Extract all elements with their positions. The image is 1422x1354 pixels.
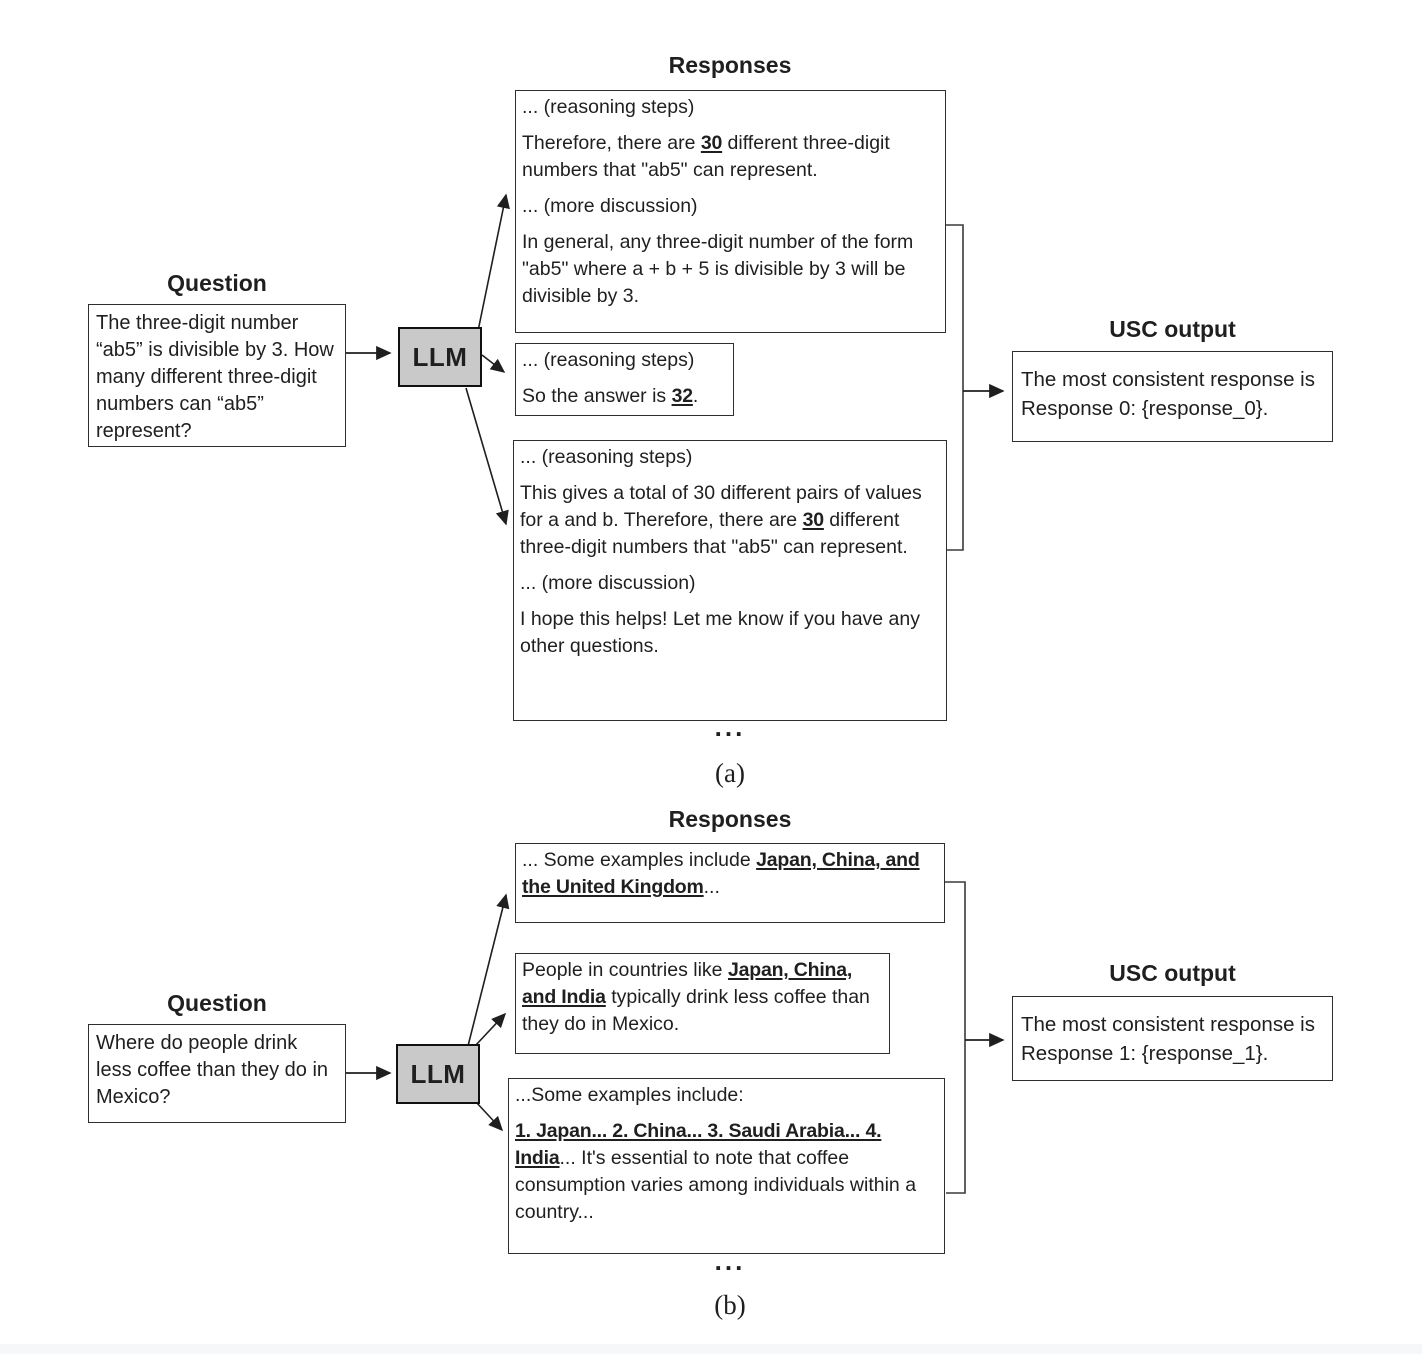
arrow-b-llm-to-response-2	[475, 1101, 504, 1132]
response-paragraph: Therefore, there are 30 different three-…	[522, 130, 938, 184]
text-segment: So the answer is	[522, 385, 672, 407]
text-segment: different three-digit numbers that "ab5"…	[522, 132, 890, 181]
arrow-b-llm-to-response-0	[467, 893, 510, 1047]
more-responses-ellipsis-b: ...	[714, 1246, 746, 1276]
llm-label: LLM	[410, 1058, 466, 1089]
text-segment: different three-digit numbers that "ab5"…	[520, 509, 908, 558]
response-paragraph: 1. Japan... 2. China... 3. Saudi Arabia.…	[515, 1118, 937, 1226]
text-segment: ...	[703, 876, 720, 898]
emphasized-answer: 30	[700, 132, 723, 154]
responses-heading-b: Responses	[668, 806, 792, 832]
text-segment: ... Some examples include	[522, 849, 757, 871]
response-box-b-1: People in countries like Japan, China, a…	[515, 953, 890, 1054]
text-segment: typically drink less coffee than they do…	[522, 986, 870, 1035]
response-paragraph: ... Some examples include Japan, China, …	[522, 847, 937, 901]
text-segment: This gives a total of 30 different pairs…	[520, 482, 922, 531]
response-box-a-2: ... (reasoning steps) This gives a total…	[513, 440, 947, 721]
llm-label: LLM	[412, 341, 468, 372]
subfigure-label-a: (a)	[715, 758, 745, 788]
footer-strip	[0, 1344, 1422, 1354]
response-paragraph: People in countries like Japan, China, a…	[522, 957, 882, 1038]
text-segment: ... It's essential to note that coffee c…	[515, 1147, 917, 1223]
response-box-a-1: ... (reasoning steps) So the answer is 3…	[515, 343, 734, 416]
response-paragraph: ... (more discussion)	[520, 570, 939, 597]
response-box-a-0: ... (reasoning steps) Therefore, there a…	[515, 90, 946, 333]
emphasized-answer: 32	[671, 385, 693, 407]
llm-box-b: LLM	[396, 1044, 480, 1104]
usc-output-text: The most consistent response is Response…	[1021, 1013, 1315, 1065]
arrow-b-llm-to-response-1	[474, 1012, 507, 1047]
text-segment: People in countries like	[522, 959, 728, 981]
response-box-b-0: ... Some examples include Japan, China, …	[515, 843, 945, 923]
llm-box-a: LLM	[398, 327, 482, 387]
question-box-b: Where do people drink less coffee than t…	[88, 1024, 346, 1123]
responses-heading-a: Responses	[668, 52, 792, 78]
bracket-a-responses	[945, 224, 964, 551]
usc-output-box-b: The most consistent response is Response…	[1012, 996, 1333, 1081]
response-paragraph: ...Some examples include:	[515, 1082, 937, 1109]
text-segment: ... (reasoning steps)	[522, 96, 695, 118]
response-box-b-2: ...Some examples include: 1. Japan... 2.…	[508, 1078, 945, 1254]
text-segment: Therefore, there are	[522, 132, 701, 154]
text-segment: ... (more discussion)	[520, 572, 696, 594]
response-paragraph: ... (reasoning steps)	[522, 347, 726, 374]
response-paragraph: ... (reasoning steps)	[520, 444, 939, 471]
subfigure-label-b: (b)	[714, 1290, 746, 1320]
arrow-a-llm-to-response-2	[465, 387, 509, 526]
bracket-b-responses	[945, 881, 966, 1194]
text-segment: ... (reasoning steps)	[522, 349, 695, 371]
more-responses-ellipsis-a: ...	[714, 712, 746, 742]
question-text: The three-digit number “ab5” is divisibl…	[96, 312, 334, 442]
text-segment: .	[692, 385, 699, 407]
question-heading-b: Question	[167, 990, 267, 1016]
question-heading-a: Question	[167, 270, 267, 296]
response-paragraph: ... (more discussion)	[522, 193, 938, 220]
response-paragraph: I hope this helps! Let me know if you ha…	[520, 606, 939, 660]
usc-output-box-a: The most consistent response is Response…	[1012, 351, 1333, 442]
response-paragraph: So the answer is 32.	[522, 383, 726, 410]
text-segment: ... (reasoning steps)	[520, 446, 693, 468]
emphasized-answer: Japan, China, and India	[522, 959, 853, 1008]
text-segment: ...Some examples include:	[515, 1084, 744, 1106]
text-segment: I hope this helps! Let me know if you ha…	[520, 608, 920, 657]
usc-output-heading-b: USC output	[1109, 960, 1236, 986]
question-text: Where do people drink less coffee than t…	[96, 1032, 329, 1108]
text-segment: In general, any three-digit number of th…	[522, 231, 914, 307]
response-paragraph: ... (reasoning steps)	[522, 94, 938, 121]
emphasized-answer: 30	[802, 509, 824, 531]
emphasized-answer: Japan, China, and the United Kingdom	[522, 849, 920, 898]
question-box-a: The three-digit number “ab5” is divisibl…	[88, 304, 346, 447]
usc-output-text: The most consistent response is Response…	[1021, 368, 1315, 420]
arrow-a-llm-to-response-0	[477, 193, 510, 332]
usc-output-heading-a: USC output	[1109, 316, 1236, 342]
response-paragraph: This gives a total of 30 different pairs…	[520, 480, 939, 561]
arrow-a-llm-to-response-1	[481, 354, 506, 373]
emphasized-answer: 1. Japan... 2. China... 3. Saudi Arabia.…	[515, 1120, 882, 1169]
response-paragraph: In general, any three-digit number of th…	[522, 229, 938, 310]
text-segment: ... (more discussion)	[522, 195, 698, 217]
